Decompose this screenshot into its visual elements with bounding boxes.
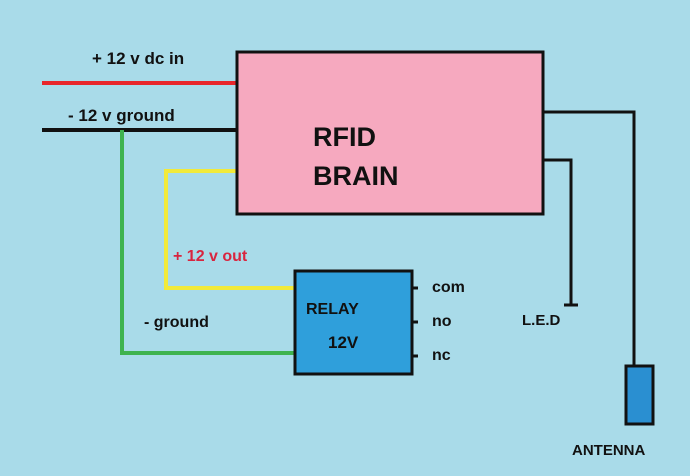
power-out-wire [164,169,297,290]
rfid-brain-line1: RFID [313,122,376,152]
relay-ground-wire [120,130,297,355]
relay-block [293,269,414,376]
ground-in-label: - 12 v ground [68,106,175,125]
rfid-brain-title: RFID BRAIN [313,118,399,196]
relay-title-line1: RELAY [306,301,359,318]
relay-ground-label: - ground [144,314,209,331]
rfid-brain-block [235,50,545,216]
antenna-wire [543,110,636,368]
nc-terminal-label: nc [432,347,451,364]
power-in-label: + 12 v dc in [92,49,185,68]
rfid-brain-line2: BRAIN [313,161,399,192]
relay-title-line2: 12V [328,333,359,352]
no-terminal-label: no [432,313,452,330]
com-terminal-label: com [432,279,465,296]
led-label: L.E.D [522,312,561,329]
antenna-label: ANTENNA [572,442,646,459]
power-out-label: + 12 v out [173,248,248,265]
antenna-element [624,364,655,426]
led-wire [543,158,573,305]
